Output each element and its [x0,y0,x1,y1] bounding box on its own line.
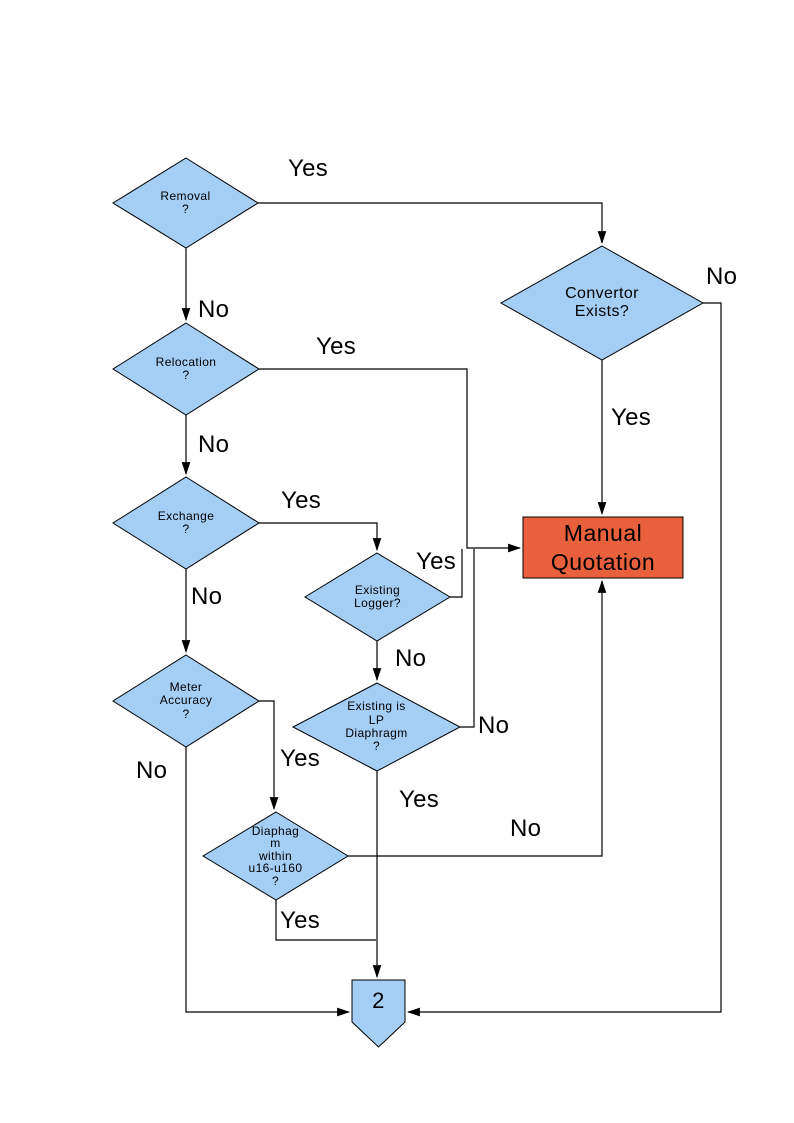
edge-exchange-yes [259,522,382,552]
node-diaphragm-range-shape [202,811,349,901]
node-existing-logger-shape [304,552,451,642]
node-convertor-exists-shape [499,245,705,361]
edge-relocation-yes [259,368,522,553]
edge-convertor-no [406,302,722,1017]
node-manual-quotation-shape [522,516,684,579]
edge-removal-yes [258,202,607,245]
edge-diaphragm-no [348,579,607,857]
node-existing-lp-shape [291,682,462,772]
node-meter-accuracy-shape [112,654,260,748]
edge-existing-lp-no [460,549,475,728]
node-relocation-shape [112,322,260,416]
edge-existing-logger-yes [450,549,463,598]
edge-meter-accuracy-no [185,747,351,1017]
node-removal-shape [112,157,259,249]
node-connector-2-shape [351,979,406,1048]
edge-diaphragm-yes [275,900,376,941]
edge-meter-accuracy-yes [259,700,279,811]
node-exchange-shape [112,476,260,570]
